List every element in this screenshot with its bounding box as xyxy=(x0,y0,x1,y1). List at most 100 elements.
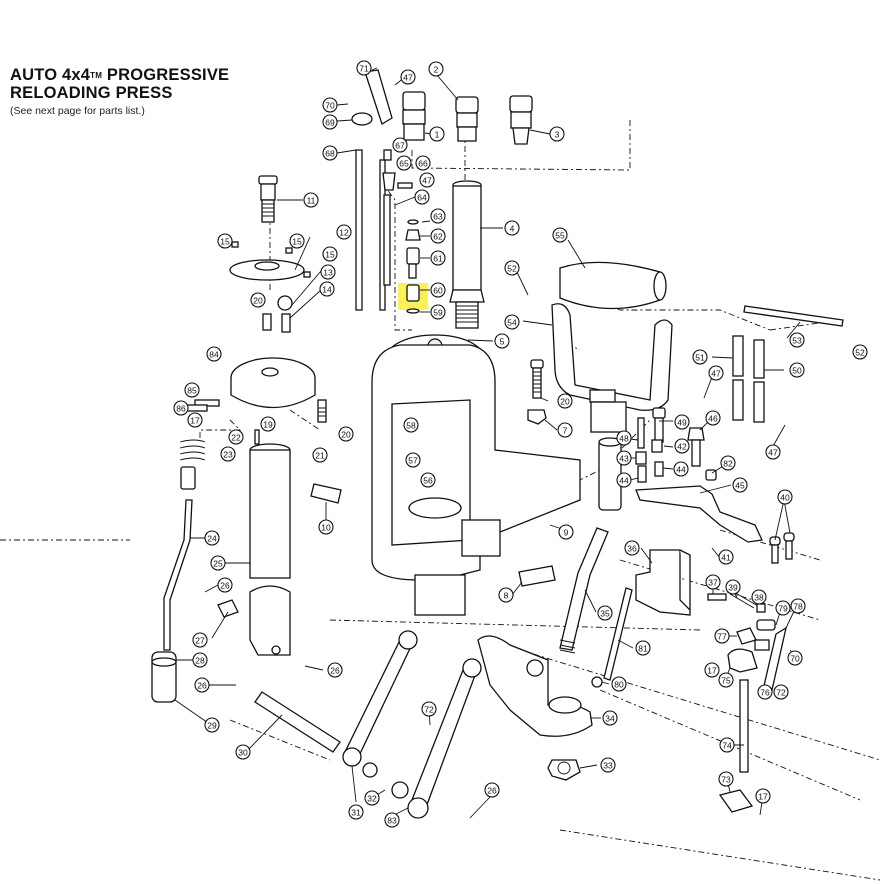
callout-part-9: 9 xyxy=(558,524,574,540)
callout-label: 72 xyxy=(776,688,786,698)
callout-label: 54 xyxy=(507,318,517,328)
callout-circle xyxy=(673,461,689,477)
callout-circle xyxy=(396,155,412,171)
callout-label: 52 xyxy=(855,348,865,358)
callout-part-31: 31 xyxy=(348,804,364,820)
title-line-1: AUTO 4x4TM PROGRESSIVE xyxy=(10,66,229,84)
callout-part-27: 27 xyxy=(192,632,208,648)
callout-label: 44 xyxy=(619,476,629,486)
callout-circle xyxy=(348,804,364,820)
callout-part-52: 52 xyxy=(852,344,868,360)
callout-part-7: 7 xyxy=(557,422,573,438)
callout-circle xyxy=(790,598,806,614)
callout-part-10: 10 xyxy=(318,519,334,535)
callout-label: 20 xyxy=(341,430,351,440)
callout-circle xyxy=(194,677,210,693)
callout-circle xyxy=(430,208,446,224)
callout-part-58: 58 xyxy=(403,417,419,433)
callout-label: 68 xyxy=(325,149,335,159)
callout-circle xyxy=(217,233,233,249)
callout-label: 15 xyxy=(325,250,335,260)
callout-part-73: 73 xyxy=(718,771,734,787)
callout-label: 19 xyxy=(263,420,273,430)
callout-part-68: 68 xyxy=(322,145,338,161)
title-suffix: PROGRESSIVE xyxy=(102,66,230,84)
callout-part-28: 28 xyxy=(192,652,208,668)
callout-part-52: 52 xyxy=(504,260,520,276)
callout-circle xyxy=(400,69,416,85)
callout-label: 70 xyxy=(790,654,800,664)
callout-circle xyxy=(504,314,520,330)
callout-circle xyxy=(206,346,222,362)
callout-part-55: 55 xyxy=(552,227,568,243)
callout-circle xyxy=(624,540,640,556)
callout-part-20: 20 xyxy=(250,292,266,308)
callout-label: 15 xyxy=(292,237,302,247)
callout-part-39: 39 xyxy=(725,579,741,595)
callout-label: 62 xyxy=(433,232,443,242)
callout-circle xyxy=(718,672,734,688)
callout-part-12: 12 xyxy=(336,224,352,240)
callout-label: 2 xyxy=(434,65,439,75)
callout-part-34: 34 xyxy=(602,710,618,726)
callout-part-47: 47 xyxy=(765,444,781,460)
callout-label: 81 xyxy=(638,644,648,654)
callout-part-57: 57 xyxy=(405,452,421,468)
callout-part-26: 26 xyxy=(194,677,210,693)
callout-label: 14 xyxy=(322,285,332,295)
callout-label: 85 xyxy=(187,386,197,396)
callout-label: 27 xyxy=(195,636,205,646)
callout-part-82: 82 xyxy=(720,455,736,471)
callout-label: 17 xyxy=(190,416,200,426)
callout-circle xyxy=(732,477,748,493)
callout-part-33: 33 xyxy=(600,757,616,773)
callout-label: 77 xyxy=(717,632,727,642)
callout-label: 55 xyxy=(555,231,565,241)
callout-circle xyxy=(775,600,791,616)
primer-stack xyxy=(398,219,428,314)
callout-circle xyxy=(611,676,627,692)
index-plate-19 xyxy=(179,357,327,461)
callout-label: 13 xyxy=(323,268,333,278)
callout-label: 39 xyxy=(728,583,738,593)
callout-label: 20 xyxy=(560,397,570,407)
callout-label: 64 xyxy=(417,193,427,203)
callout-circle xyxy=(718,549,734,565)
callout-part-49: 49 xyxy=(674,414,690,430)
callout-circle xyxy=(204,530,220,546)
callout-label: 83 xyxy=(387,816,397,826)
die-tube-4 xyxy=(449,180,485,329)
callout-label: 36 xyxy=(627,544,637,554)
callout-label: 22 xyxy=(231,433,241,443)
callout-circle xyxy=(616,430,632,446)
callout-part-61: 61 xyxy=(430,250,446,266)
callout-circle xyxy=(220,446,236,462)
callout-circle xyxy=(384,812,400,828)
callout-label: 9 xyxy=(564,528,569,538)
callout-part-71: 71 xyxy=(356,60,372,76)
callout-part-2: 2 xyxy=(428,61,444,77)
callout-part-21: 21 xyxy=(312,447,328,463)
small-linkage xyxy=(718,626,787,813)
callout-circle xyxy=(852,344,868,360)
callout-label: 78 xyxy=(793,602,803,612)
press-frame xyxy=(371,334,581,616)
callout-part-59: 59 xyxy=(430,304,446,320)
callout-part-36: 36 xyxy=(624,540,640,556)
callout-circle xyxy=(303,192,319,208)
callout-label: 52 xyxy=(507,264,517,274)
callout-label: 58 xyxy=(406,421,416,431)
callout-label: 35 xyxy=(600,609,610,619)
link-pins xyxy=(732,335,765,423)
callout-label: 24 xyxy=(207,534,217,544)
callout-circle xyxy=(312,447,328,463)
callout-circle xyxy=(720,455,736,471)
callout-circle xyxy=(429,126,445,142)
callout-label: 69 xyxy=(325,118,335,128)
callout-circle xyxy=(725,579,741,595)
callout-part-3: 3 xyxy=(549,126,565,142)
callout-part-69: 69 xyxy=(322,114,338,130)
callout-label: 84 xyxy=(209,350,219,360)
callout-part-70: 70 xyxy=(322,97,338,113)
callout-circle xyxy=(635,640,651,656)
